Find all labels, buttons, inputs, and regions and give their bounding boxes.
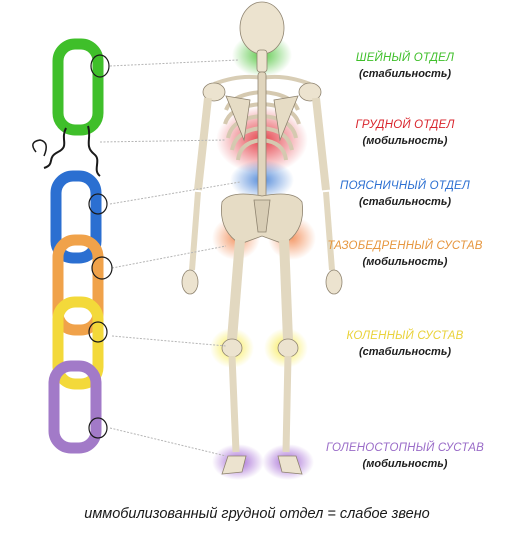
- shoulder-right: [298, 82, 322, 102]
- region-name: ГРУДНОЙ ОТДЕЛ: [355, 119, 455, 131]
- chain-wire-loop: [32, 139, 47, 157]
- sacrum: [253, 199, 271, 233]
- region-role: (стабильность): [358, 346, 452, 358]
- region-name: ТАЗОБЕДРЕННЫЙ СУСТАВ: [327, 240, 483, 252]
- chain-link-hip: [52, 234, 104, 336]
- region-label-lumbar: ПОЯСНИЧНЫЙ ОТДЕЛ (стабильность): [300, 178, 510, 210]
- ring-hip: [91, 256, 113, 280]
- ring-ankle: [88, 417, 108, 439]
- left-leg: [221, 239, 247, 475]
- region-name: ШЕЙНЫЙ ОТДЕЛ: [355, 52, 455, 64]
- spine: [257, 71, 267, 203]
- ring-cervical: [90, 54, 110, 78]
- region-label-cervical: ШЕЙНЫЙ ОТДЕЛ (стабильность): [300, 50, 510, 82]
- region-role: (стабильность): [358, 196, 452, 208]
- chain: [32, 38, 104, 454]
- right-leg: [277, 239, 303, 475]
- left-arm: [181, 97, 212, 295]
- chain-link-knee: [52, 296, 104, 390]
- region-label-thoracic: ГРУДНОЙ ОТДЕЛ (мобильность): [300, 117, 510, 149]
- connector-rings: [88, 54, 113, 439]
- connector-cervical: [109, 59, 239, 67]
- connector-ankle: [109, 427, 227, 457]
- region-role: (мобильность): [362, 256, 448, 268]
- caption: иммобилизованный грудной отдел = слабое …: [84, 506, 430, 522]
- chain-link-ankle: [48, 360, 102, 454]
- region-label-ankle: ГОЛЕНОСТОПНЫЙ СУСТАВ (мобильность): [300, 440, 510, 472]
- region-role: (мобильность): [362, 458, 448, 470]
- region-name: ПОЯСНИЧНЫЙ ОТДЕЛ: [340, 180, 470, 192]
- connector-knee: [111, 335, 227, 347]
- skeleton: [181, 1, 343, 475]
- region-role: (мобильность): [362, 135, 448, 147]
- connector-thoracic: [99, 139, 227, 143]
- ring-lumbar: [88, 193, 108, 215]
- region-name: ГОЛЕНОСТОПНЫЙ СУСТАВ: [325, 442, 485, 454]
- right-arm: [312, 97, 343, 295]
- region-role: (стабильность): [358, 68, 452, 80]
- cervical-spine: [256, 49, 268, 73]
- region-label-hip: ТАЗОБЕДРЕННЫЙ СУСТАВ (мобильность): [300, 238, 510, 270]
- chain-link-thoracic-broken: [43, 125, 101, 177]
- scapulae: [225, 95, 299, 142]
- shoulder-left: [202, 82, 226, 102]
- skull: [239, 1, 285, 55]
- region-name: КОЛЕННЫЙ СУСТАВ: [346, 330, 464, 342]
- chain-link-lumbar: [50, 170, 102, 264]
- connector-lines: [99, 59, 241, 457]
- ring-knee: [88, 321, 108, 343]
- chain-link-cervical: [52, 38, 104, 136]
- connector-hip: [111, 245, 227, 269]
- region-label-knee: КОЛЕННЫЙ СУСТАВ (стабильность): [300, 328, 510, 360]
- connector-lumbar: [109, 181, 241, 205]
